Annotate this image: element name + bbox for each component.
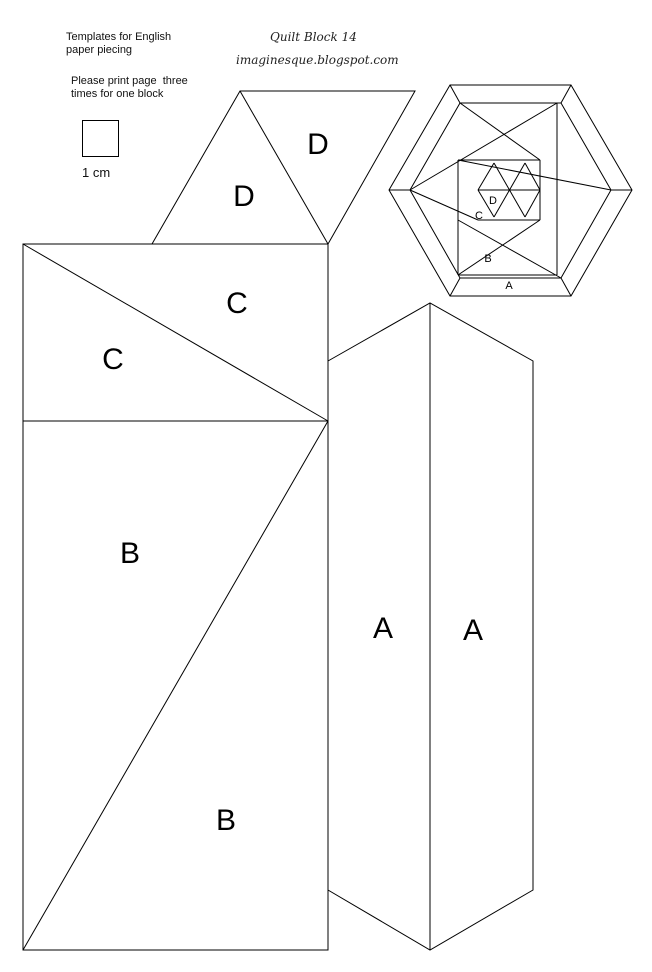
diagram-corner-line [560, 84, 572, 104]
diagram-corner-line [449, 277, 461, 297]
block-title: Quilt Block 14 [270, 30, 357, 44]
diagram-label-b: B [484, 253, 491, 265]
diagram-spiral-line [457, 219, 541, 276]
blog-url: imaginesque.blogspot.com [236, 53, 399, 67]
piece-label-b-upper: B [120, 537, 140, 570]
templates-note: Templates for English paper piecing [66, 31, 172, 56]
print-note: Please print page three times for one bl… [71, 75, 188, 100]
diagram-label-c: C [475, 210, 483, 222]
diagram-center-line [477, 189, 495, 218]
piece-label-a-right: A [463, 614, 483, 647]
piece-label-b-lower: B [216, 804, 236, 837]
piece-c-divider [22, 243, 329, 422]
diagram-spiral-line [457, 219, 562, 279]
piece-d-divider [239, 90, 329, 245]
piece-b-divider [22, 420, 329, 951]
block-diagram [388, 84, 633, 297]
piece-cb-outline [22, 243, 329, 951]
diagram-spiral-line [459, 102, 541, 161]
diagram-center-line [524, 189, 541, 218]
diagram-label-d: D [489, 195, 497, 207]
diagram-spiral-line [457, 159, 612, 191]
piece-label-c-upper: C [226, 287, 248, 320]
one-cm-scale-square [82, 120, 119, 157]
piece-label-a-left: A [373, 612, 393, 645]
diagram-spiral-line [409, 102, 558, 191]
scale-label: 1 cm [82, 165, 111, 180]
diagram-spiral-line [409, 189, 479, 221]
diagram-corner-line [449, 84, 461, 104]
piece-label-c-lower: C [102, 343, 124, 376]
diagram-label-a: A [505, 280, 513, 292]
diagram-center-line [493, 162, 526, 218]
diagram-center-line [524, 162, 541, 191]
diagram-center-line [477, 162, 495, 191]
piece-label-d-left: D [233, 180, 255, 213]
piece-label-d-right: D [307, 128, 329, 161]
diagram-corner-line [560, 277, 572, 297]
